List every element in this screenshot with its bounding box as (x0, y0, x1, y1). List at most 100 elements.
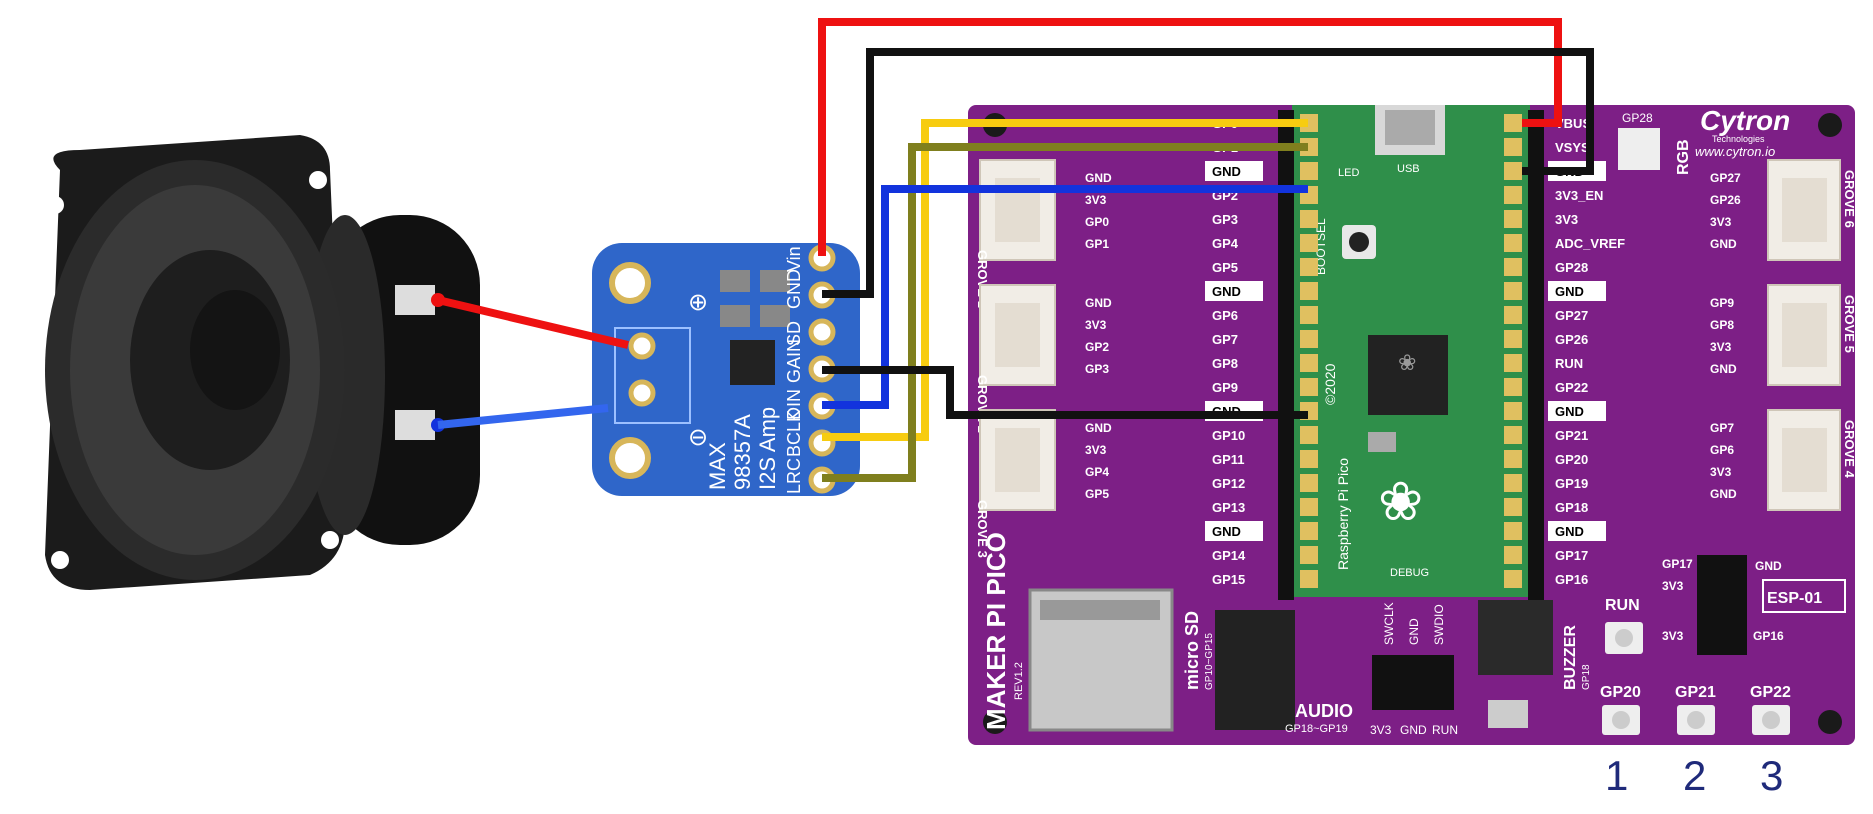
pico-pin-left (1300, 498, 1318, 516)
pin-label-left: GP3 (1212, 212, 1238, 227)
grove-pin-label: GP7 (1710, 421, 1734, 435)
pin-label-left: GP11 (1212, 452, 1245, 467)
pin-label-right: GP16 (1555, 572, 1588, 587)
amp-pin-label: BCLK (784, 410, 804, 457)
esp01-header (1697, 555, 1747, 655)
grove-pin-label: GP9 (1710, 296, 1734, 310)
pico-pin-left (1300, 378, 1318, 396)
pico-name: Raspberry Pi Pico (1335, 458, 1351, 570)
speaker (45, 135, 480, 590)
raspberry-logo-icon: ❀ (1378, 472, 1423, 532)
microsd-sub-label: GP10~GP15 (1204, 633, 1215, 690)
pin-label-left: GP10 (1212, 428, 1245, 443)
micro-sd-slot: micro SD GP10~GP15 (1028, 588, 1215, 732)
pin-label-left: GP7 (1212, 332, 1238, 347)
esp-pin-label: GND (1755, 559, 1782, 573)
grove-pin-label: GP27 (1710, 171, 1741, 185)
amp-pin-label: GND (784, 269, 804, 309)
pico-pin-right (1504, 162, 1522, 180)
usb-label: USB (1397, 163, 1420, 175)
pin-label-right: 3V3_EN (1555, 188, 1603, 203)
grove-pin-label: GND (1710, 237, 1737, 251)
grove-name: GROVE 6 (1842, 170, 1857, 228)
pin-label-right: RUN (1555, 356, 1583, 371)
pin-label-right: GP26 (1555, 332, 1588, 347)
pico-pin-left (1300, 330, 1318, 348)
button-label: GP21 (1675, 684, 1716, 701)
pin-label-left: GND (1212, 164, 1241, 179)
grove-name: GROVE 3 (975, 500, 990, 558)
pin-label-right: GND (1555, 404, 1584, 419)
pico-pin-left (1300, 522, 1318, 540)
pico-pin-left (1300, 426, 1318, 444)
pin-label-right: 3V3 (1555, 212, 1578, 227)
wire-red-vin (818, 18, 1562, 256)
audio-label: AUDIO (1295, 701, 1353, 721)
pico-year: ©2020 (1322, 363, 1338, 405)
audio-sub-label: GP18~GP19 (1285, 723, 1348, 735)
pin-label-right: VSYS (1555, 140, 1590, 155)
amp-pin-label: SD (784, 321, 804, 346)
wire-black-gain (822, 366, 1308, 419)
pin-label-right: GP20 (1555, 452, 1588, 467)
run-label: RUN (1605, 597, 1640, 614)
grove-pin-label: 3V3 (1085, 193, 1107, 207)
grove-pin-label: GND (1085, 296, 1112, 310)
pico-pin-right (1504, 378, 1522, 396)
pin-label-left: GP4 (1212, 236, 1239, 251)
led-label: LED (1338, 167, 1359, 179)
pin-label-left: GP6 (1212, 308, 1238, 323)
pico-pin-right (1504, 498, 1522, 516)
pico-pin-right (1504, 306, 1522, 324)
pico-pin-right (1504, 210, 1522, 228)
maker-pi-pico-board: Cytron Technologies www.cytron.io GP28 R… (968, 105, 1857, 745)
wire-yellow-lrc (822, 119, 1308, 441)
pico-pin-right (1504, 114, 1522, 132)
debug-pin-0: SWCLK (1382, 602, 1396, 645)
grove-pin-label: 3V3 (1710, 465, 1732, 479)
pico-pin-right (1504, 450, 1522, 468)
svg-text:❀: ❀ (1398, 350, 1416, 375)
amplifier-board: ⊕ ⊖ MAX 98357A I2S Amp VinGNDSDGAINDINBC… (592, 243, 860, 496)
pico-pin-left (1300, 162, 1318, 180)
board-title: MAKER PI PICO (981, 532, 1011, 730)
wire-black-gnd (822, 48, 1594, 298)
pin-label-right: GND (1555, 284, 1584, 299)
pico-pin-left (1300, 258, 1318, 276)
pin-label-right: GP22 (1555, 380, 1588, 395)
buzzer (1478, 600, 1553, 675)
amp-pin-label: GAIN (784, 339, 804, 383)
amp-plus-label: ⊕ (688, 289, 708, 316)
rgb-label: RGB (1675, 139, 1692, 175)
amp-pin-hole (808, 318, 836, 346)
microsd-label: micro SD (1182, 611, 1202, 690)
pin-label-right: GP21 (1555, 428, 1588, 443)
button-label: GP22 (1750, 684, 1791, 701)
wire-red-speaker (437, 296, 629, 349)
grove-pin-label: GP1 (1085, 237, 1109, 251)
pin-label-right: GP28 (1555, 260, 1588, 275)
amp-model-line1: MAX (705, 442, 730, 490)
pico-pin-right (1504, 258, 1522, 276)
pico-pin-right (1504, 138, 1522, 156)
pico-pin-right (1504, 546, 1522, 564)
amp-pin-label: Vin (784, 246, 804, 272)
gp28-label: GP28 (1622, 111, 1653, 125)
slide-switch (1488, 700, 1528, 728)
callout-2: 2 (1683, 752, 1706, 799)
grove-name: GROVE 5 (1842, 295, 1857, 353)
debug-pin-1: GND (1407, 618, 1421, 645)
grove-pin-label: GND (1085, 421, 1112, 435)
board-rev: REV1.2 (1013, 662, 1025, 700)
grove-pin-label: GP0 (1085, 215, 1109, 229)
buzzer-sub-label: GP18 (1581, 664, 1592, 690)
pico-pin-left (1300, 306, 1318, 324)
esp-pin-label: 3V3 (1662, 579, 1684, 593)
wire-blue-din (822, 185, 1308, 409)
amp-pin-label: DIN (784, 389, 804, 420)
pico-pin-left (1300, 138, 1318, 156)
pico-pin-right (1504, 354, 1522, 372)
pin-label-right: GP19 (1555, 476, 1588, 491)
